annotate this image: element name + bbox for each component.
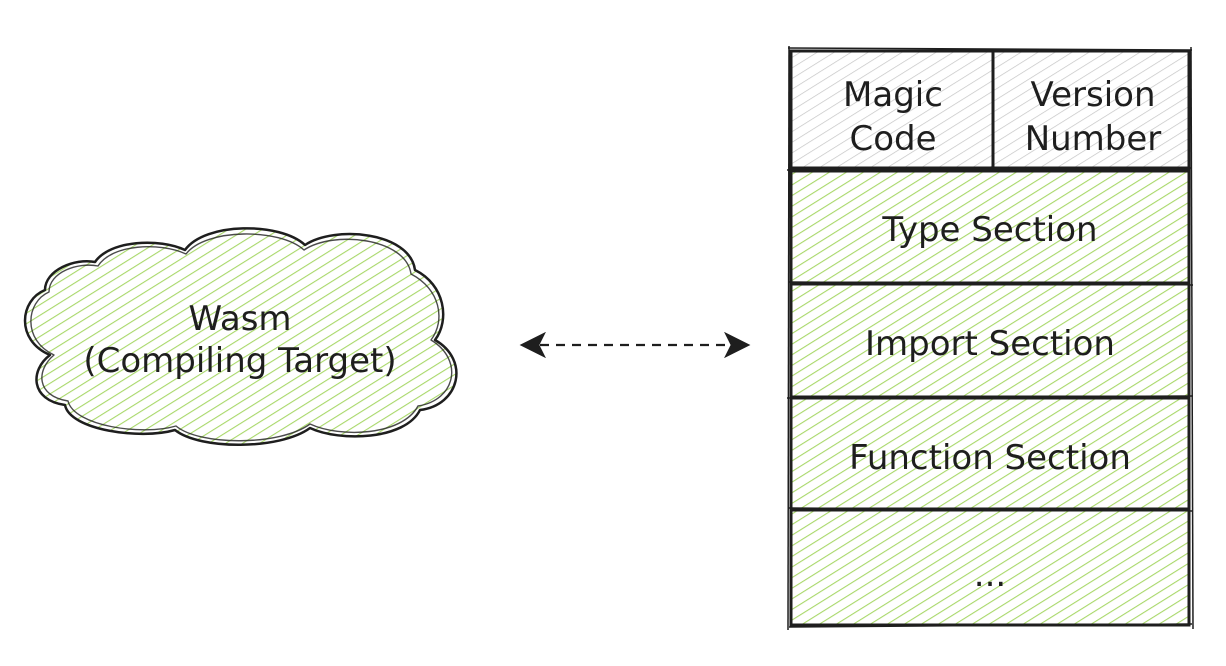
magic-label-line1: Magic (843, 75, 943, 115)
magic-code-cell (789, 49, 995, 170)
version-label-line2: Number (1025, 119, 1162, 159)
cloud-subtitle: (Compiling Target) (83, 341, 396, 381)
magic-label-line2: Code (849, 119, 936, 159)
cloud-title: Wasm (188, 299, 291, 339)
module-header-row: Magic Code Version Number (786, 47, 1193, 171)
more-sections-label: ... (974, 555, 1006, 595)
wasm-cloud: Wasm (Compiling Target) (23, 227, 458, 446)
import-section-label: Import Section (865, 324, 1115, 364)
type-section-label: Type Section (881, 210, 1097, 250)
wasm-module-layout: Magic Code Version Number Type Section I… (786, 45, 1194, 631)
cloud-shape (23, 227, 458, 446)
function-section-label: Function Section (849, 438, 1131, 478)
type-section: Type Section (787, 169, 1194, 286)
version-number-cell (991, 49, 1191, 170)
import-section: Import Section (786, 282, 1194, 399)
more-sections: ... (787, 45, 1194, 631)
version-label-line1: Version (1030, 75, 1155, 115)
function-section: Function Section (787, 396, 1194, 512)
